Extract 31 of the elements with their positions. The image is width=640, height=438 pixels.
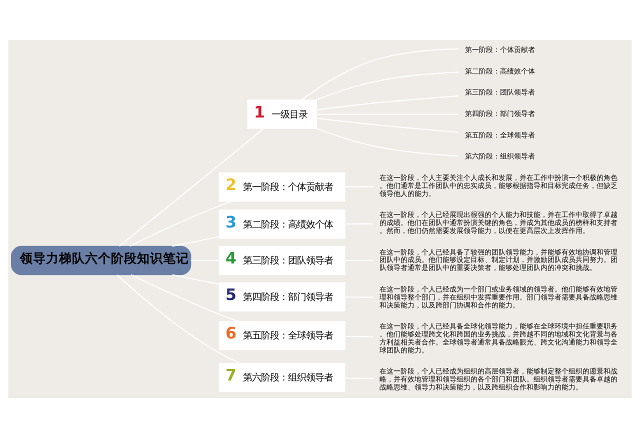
node-text: 第四阶段：部门领导者 <box>465 109 536 118</box>
node-text: 第三阶段：团队领导者 <box>465 88 536 97</box>
connector <box>300 48 458 100</box>
connector <box>316 72 459 101</box>
node-text: 第五阶段：全球领导者 <box>465 130 536 140</box>
node-box: 3 第二阶段：高绩效个体 <box>218 210 346 239</box>
node-box: 领导力梯队六个阶段知识笔记 <box>11 246 192 276</box>
node-text: 在这一阶段，个人主要关注个人成长和发展，并在工作中扮演一个积极的角色。他们通常是工作团队中的忠实成员，能够根据指导和目标完成任务，但缺乏领导他人的能力。 <box>380 173 618 198</box>
node-text: 在这一阶段，个人已经成为一个部门或业务领域的领导者。他们能够有效地管理和领导整个部门，并在组织中发挥重要作用。部门领导者需要具备战略思维和决策能力，以及跨部门协调和合作的能力。 <box>380 284 618 310</box>
node-text: 在这一阶段，个人已经展现出很强的个人能力和技能，并在工作中取得了卓越的成绩。他们在团队中通常扮演关键的角色，并成为其他成员的榜样和支持者。然而，他们仍然需要发展领导能力，以便在更高层次上发挥作用。 <box>380 210 618 235</box>
connector <box>316 128 459 156</box>
connector <box>316 118 458 133</box>
node-box: 4 第三阶段：团队领导者 <box>218 246 346 276</box>
connector <box>116 274 240 364</box>
node-box: 2 第一阶段：个体贡献者 <box>218 172 346 202</box>
connector <box>130 200 232 247</box>
node-text: 第二阶段：高绩效个体 <box>465 66 536 76</box>
node-text: 在这一阶段，个人已经具备全球化领导能力，能够在全球环境中担任重要职务。他们能够处理跨文化和跨国的业务挑战，并跨越不同的地域和文化背景与各方利益相关者合作。全球领导者通常具备战略眼光、跨文化沟通能力和领导全球团队的能力。 <box>380 322 618 354</box>
node-box: 5 第四阶段：部门领导者 <box>218 282 346 312</box>
node-text: 第六阶段：组织领导者 <box>465 152 536 161</box>
node-text: 在这一阶段，个人已经成为组织的高层领导者，能够制定整个组织的愿景和战略，并有效地管理和领导组织的各个部门和团队。组织领导者需要具备卓越的战略思维、领导力和决策能力，以及跨组织合作和影响力的能力。 <box>380 366 618 392</box>
node-text: 在这一阶段，个人已经具备了较强的团队领导能力，并能够有效地协调和管理团队中的成员。他们能够设定目标、制定计划，并激励团队成员共同努力。团队领导者通常是团队中的重要决策者，能够处理团队内的冲突和挑战。 <box>380 247 618 272</box>
connector <box>316 95 458 110</box>
connector <box>172 236 220 247</box>
connector <box>119 128 264 247</box>
node-box: 1 一级目录 <box>247 100 317 129</box>
connector <box>130 274 238 322</box>
node-box: 7 第六阶段：组织领导者 <box>218 362 346 392</box>
node-box: 6 第五阶段：全球领导者 <box>218 320 346 350</box>
connector <box>172 274 220 285</box>
node-text: 第一阶段：个体贡献者 <box>465 45 536 54</box>
